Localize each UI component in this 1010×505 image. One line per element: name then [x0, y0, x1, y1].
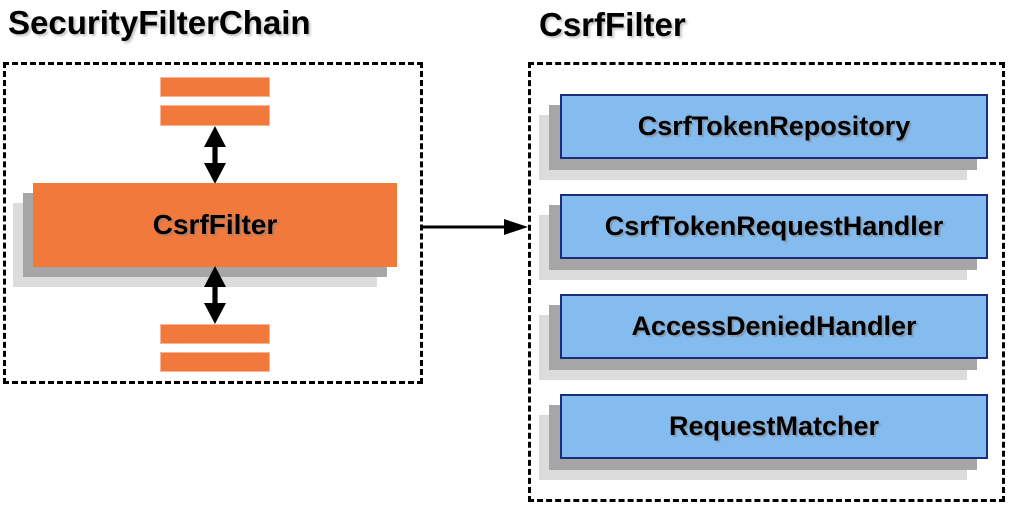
double-arrow-top	[200, 126, 230, 189]
double-arrow-top-icon	[204, 126, 226, 184]
csrf-filter-main-box: CsrfFilter	[33, 183, 397, 267]
component-label: CsrfTokenRequestHandler	[604, 211, 944, 241]
flow-arrow-icon	[423, 219, 528, 235]
double-arrow-bottom-icon	[204, 266, 226, 324]
double-arrow-bottom	[200, 266, 230, 329]
component-box-request-matcher: RequestMatcher	[560, 394, 988, 459]
flow-arrow	[423, 217, 528, 242]
filter-bar-bottom-1	[160, 324, 270, 344]
security-filter-chain-container	[3, 62, 423, 384]
filter-bar-bottom-2	[160, 352, 270, 372]
component-label: CsrfTokenRepository	[637, 111, 911, 141]
csrf-filter-title: CsrfFilter	[539, 6, 686, 43]
component-box-csrf-token-request-handler: CsrfTokenRequestHandler	[560, 194, 988, 259]
component-box-access-denied-handler: AccessDeniedHandler	[560, 294, 988, 359]
filter-bar-top-2	[160, 105, 270, 126]
security-filter-chain-title: SecurityFilterChain	[8, 4, 311, 41]
component-label: AccessDeniedHandler	[631, 311, 917, 341]
component-label: RequestMatcher	[668, 411, 880, 441]
csrf-filter-container	[528, 62, 1005, 502]
csrf-filter-main-label: CsrfFilter	[152, 209, 278, 240]
component-box-csrf-token-repository: CsrfTokenRepository	[560, 94, 988, 159]
filter-bar-top-1	[160, 77, 270, 97]
